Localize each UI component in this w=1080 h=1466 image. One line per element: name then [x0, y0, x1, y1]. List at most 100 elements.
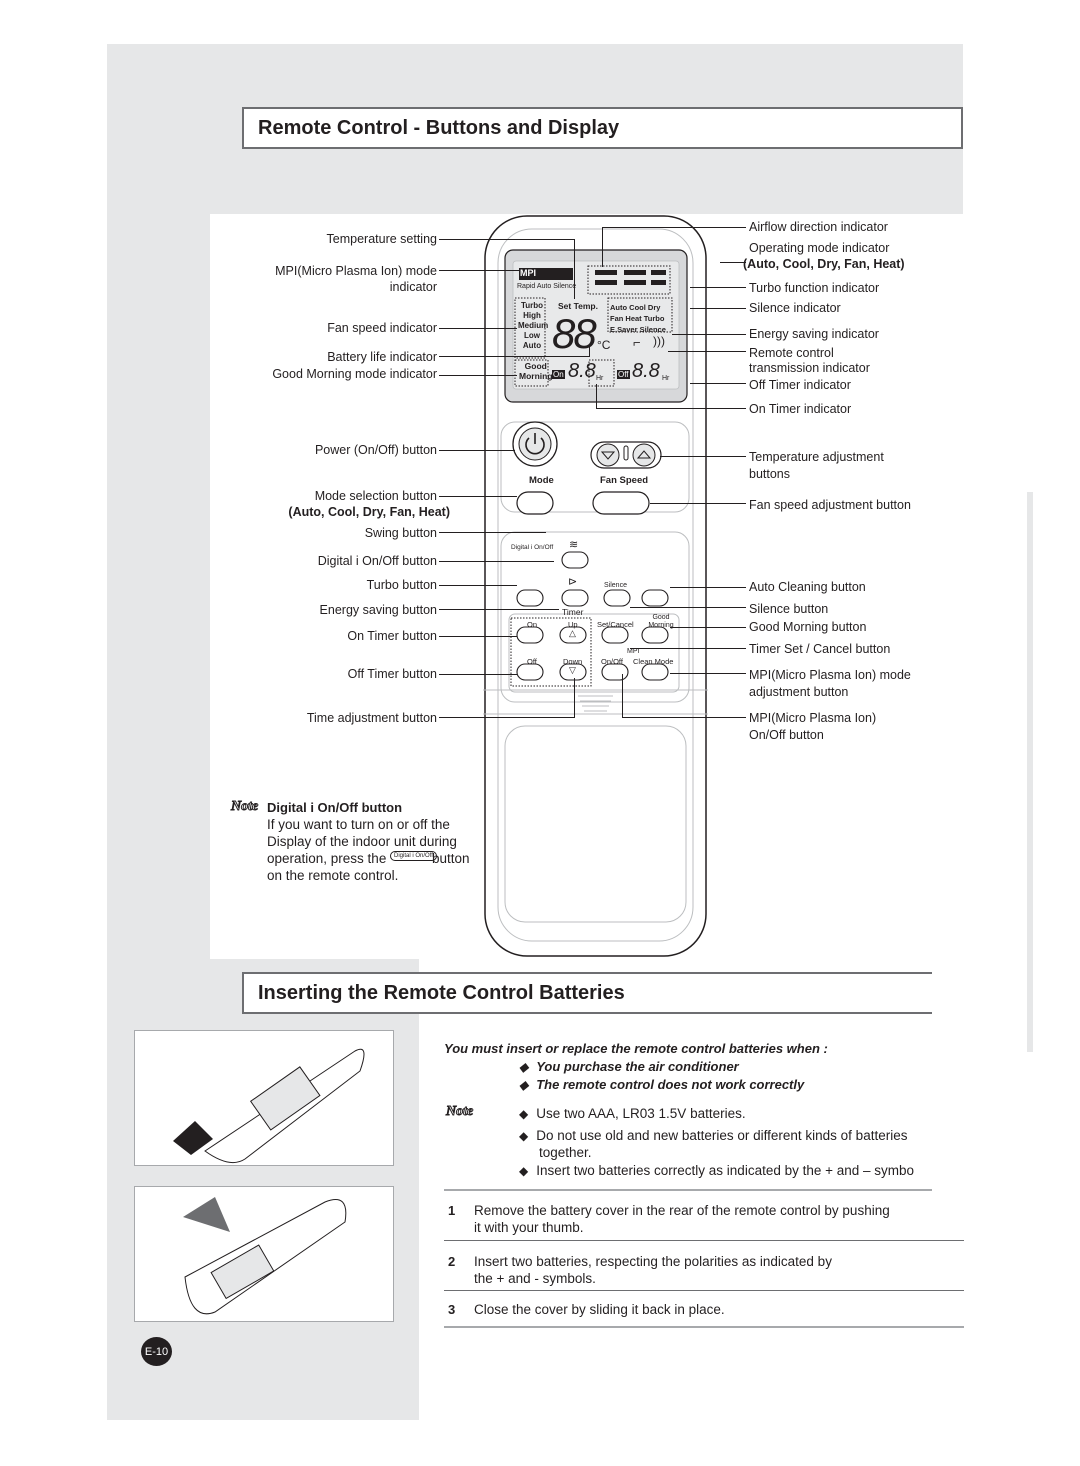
diamond-bullet-icon: ◆	[519, 1078, 529, 1092]
lcd-modes-row2: Fan Heat Turbo	[610, 314, 665, 323]
label-temperature-adjustment-2: buttons	[749, 467, 791, 481]
label-off-timer-button: Off Timer button	[347, 667, 437, 681]
note-inline-button-icon: Digital i On/Off	[390, 851, 437, 861]
leader-mpi	[439, 270, 519, 271]
label-transmission-indicator: transmission indicator	[749, 361, 870, 375]
remote-mpi-small-label: MPI	[627, 648, 640, 655]
battery-intro: You must insert or replace the remote co…	[444, 1041, 828, 1056]
lcd-mpi: MPI	[520, 268, 537, 278]
remote-set-cancel-label: Set/Cancel	[597, 620, 634, 629]
lcd-on-badge: On	[552, 370, 565, 379]
label-mpi-mode-2: indicator	[389, 280, 437, 294]
label-on-timer-button: On Timer button	[347, 629, 437, 643]
label-time-adjustment: Time adjustment button	[306, 711, 437, 725]
lcd-set-temp: Set Temp.	[558, 301, 598, 311]
lcd-fan-low: Low	[524, 331, 540, 340]
leader-turbo-fn	[690, 287, 746, 288]
leader-silence-ind	[690, 308, 746, 309]
label-fan-speed-adjustment: Fan speed adjustment button	[749, 498, 911, 512]
transmission-lcd-icon: )))	[653, 334, 665, 348]
label-energy-saving-button: Energy saving button	[319, 603, 437, 617]
lcd-rapid-auto-silence: Rapid Auto Silence	[517, 283, 577, 290]
leader-power	[439, 450, 515, 451]
lcd-good-morning: Good Morning	[519, 361, 553, 381]
label-fan-speed-indicator: Fan speed indicator	[327, 321, 437, 335]
note-line-3: operation, press the	[267, 851, 387, 866]
up-arrow-icon: △	[569, 628, 576, 638]
battery-note-text-1: Use two AAA, LR03 1.5V batteries.	[536, 1106, 746, 1121]
leader-fan-adjust	[650, 503, 746, 504]
lcd-on-timer-digits: 8.8	[568, 360, 596, 382]
label-mode-selection: Mode selection button	[314, 489, 437, 503]
separator-4	[444, 1326, 964, 1328]
label-silence-button: Silence button	[749, 602, 829, 616]
battery-note-2-cont: together.	[539, 1145, 592, 1160]
step-2-line-2: the + and - symbols.	[474, 1271, 596, 1286]
label-mode-list: (Auto, Cool, Dry, Fan, Heat)	[288, 505, 450, 519]
leader-mpi-onoff	[622, 717, 746, 718]
label-remote-control: Remote control	[749, 346, 834, 360]
leader-on-timer-ind-v	[596, 384, 597, 409]
remote-silence-label: Silence	[604, 582, 627, 589]
leader-temperature-setting-v	[574, 239, 575, 299]
leader-good-morning-btn	[670, 627, 746, 628]
energy-saving-key-icon: ⊳	[568, 576, 578, 588]
side-tab	[1027, 492, 1033, 1052]
condition-text-1: You purchase the air conditioner	[536, 1059, 739, 1074]
leader-fan-speed	[439, 328, 517, 329]
lcd-fan-levels: Turbo High Medium Low Auto	[518, 301, 548, 351]
leader-time-adjust-v	[574, 678, 575, 718]
leader-temperature-setting	[439, 239, 575, 240]
step-3-number: 3	[448, 1302, 456, 1317]
label-good-morning-indicator: Good Morning mode indicator	[272, 367, 437, 381]
leader-off-timer	[439, 674, 517, 675]
note-line-1: If you want to turn on or off the	[267, 817, 450, 832]
step-3-line-1: Close the cover by sliding it back in pl…	[474, 1302, 725, 1317]
label-mpi-mode: MPI(Micro Plasma Ion) mode	[275, 264, 437, 278]
leader-battery	[439, 356, 589, 357]
lcd-degree: °C	[597, 338, 611, 352]
battery-note-text-3: Insert two batteries correctly as indica…	[536, 1163, 915, 1178]
remote-mpi-onoff-label: On/Off	[601, 657, 623, 666]
battery-note-3: ◆Insert two batteries correctly as indic…	[519, 1162, 932, 1180]
label-timer-set-cancel: Timer Set / Cancel button	[749, 642, 891, 656]
step-1-number: 1	[448, 1203, 456, 1218]
battery-note-2: ◆ Do not use old and new batteries or dif…	[519, 1127, 907, 1145]
separator-2	[444, 1240, 964, 1241]
step-2-line-1: Insert two batteries, respecting the pol…	[474, 1254, 832, 1269]
leader-on-timer	[439, 636, 517, 637]
section-title: Remote Control - Buttons and Display	[258, 116, 620, 139]
step-2-number: 2	[448, 1254, 456, 1269]
label-power-button: Power (On/Off) button	[314, 443, 437, 457]
label-mpi-adjustment-2: adjustment button	[749, 685, 849, 699]
energy-saving-lcd-icon: ⌐	[633, 335, 641, 350]
battery-note-text-2: Do not use old and new batteries or diff…	[536, 1128, 908, 1143]
remote-down-label: Down	[563, 657, 583, 666]
remote-timer-on-label: On	[527, 620, 538, 629]
leader-auto-clean	[670, 587, 746, 588]
label-mpi-onoff: MPI(Micro Plasma Ion)	[749, 711, 877, 725]
leader-battery-v	[589, 344, 590, 357]
label-turbo-function: Turbo function indicator	[749, 281, 880, 295]
label-airflow-direction: Airflow direction indicator	[749, 220, 888, 234]
lcd-off-timer-digits: 8.8	[632, 360, 660, 382]
label-turbo-button: Turbo button	[366, 578, 437, 592]
leader-airflow-v	[602, 227, 603, 267]
lcd-fan-high: High	[523, 311, 541, 320]
label-energy-saving-indicator: Energy saving indicator	[749, 327, 879, 341]
section-heading-batteries: Inserting the Remote Control Batteries	[242, 972, 932, 1014]
battery-note-1: ◆Use two AAA, LR03 1.5V batteries.	[519, 1105, 746, 1123]
leader-operating-mode	[720, 262, 746, 263]
label-swing-button: Swing button	[364, 526, 437, 540]
down-arrow-icon: ▽	[569, 665, 576, 675]
leader-transmission	[668, 351, 746, 352]
label-operating-mode-list: (Auto, Cool, Dry, Fan, Heat)	[743, 257, 905, 271]
battery-condition-1: ◆You purchase the air conditioner	[519, 1058, 739, 1076]
lcd-good: Good	[524, 361, 547, 371]
diamond-bullet-icon: ◆	[519, 1129, 529, 1143]
leader-digital	[439, 561, 554, 562]
label-mpi-onoff-2: On/Off button	[749, 728, 824, 742]
separator-1	[444, 1189, 932, 1191]
battery-photo-2	[134, 1186, 394, 1322]
note-line-4: button	[432, 851, 470, 866]
